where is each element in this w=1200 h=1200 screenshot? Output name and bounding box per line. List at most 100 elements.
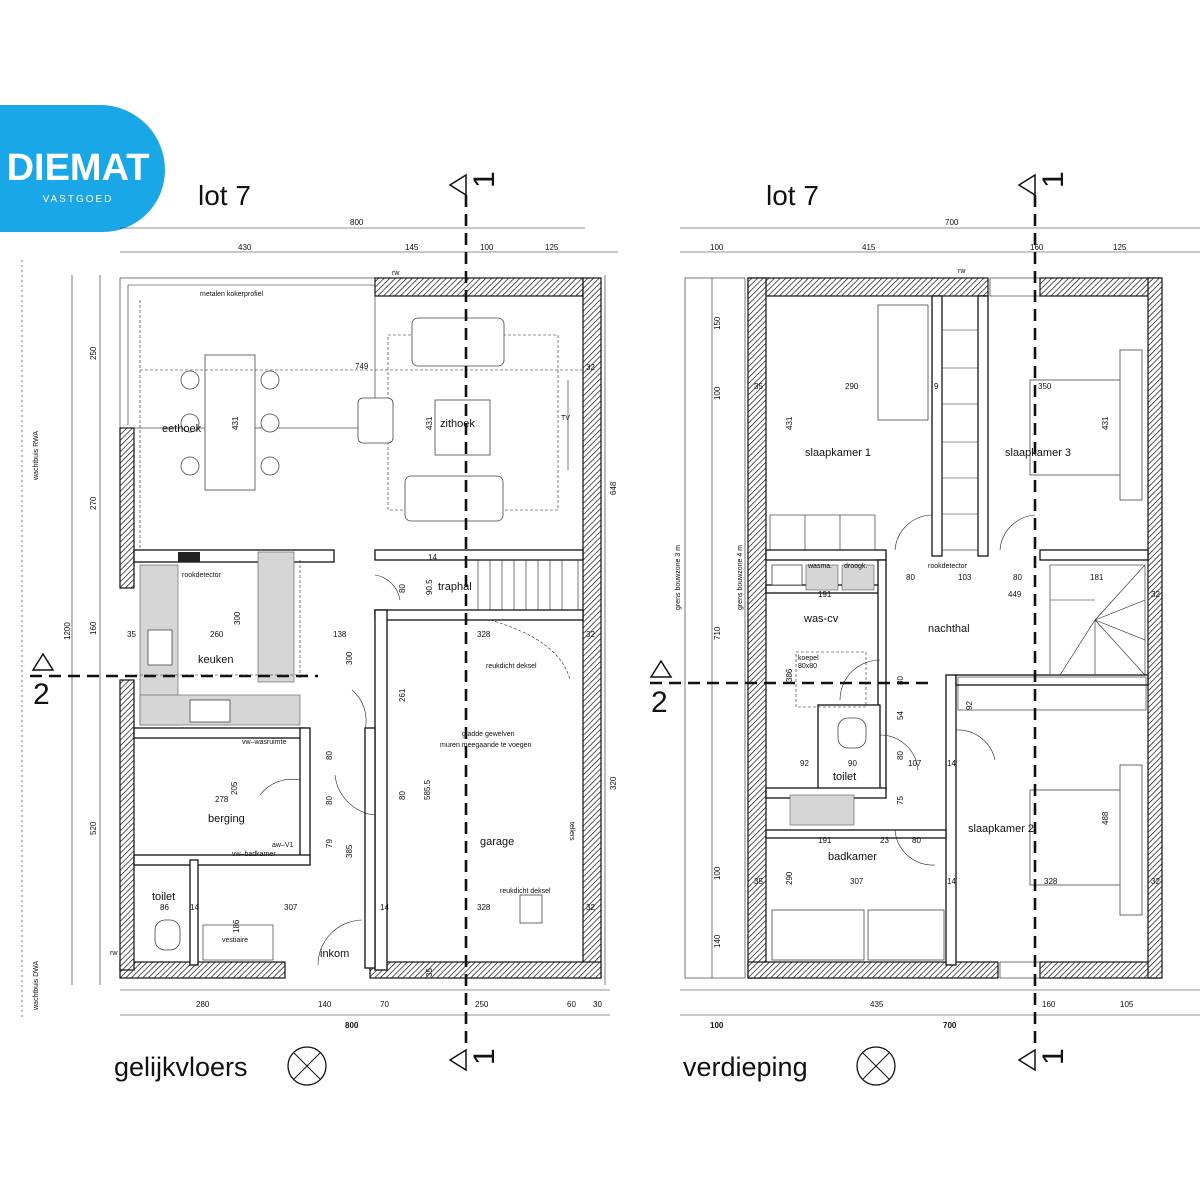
note-rwa: wachtbuis RWA: [33, 431, 40, 481]
dimension-label: 700: [945, 218, 959, 227]
section-1-top-right: 1: [1037, 171, 1070, 188]
room-nachthal: nachthal: [928, 623, 970, 635]
dimension-label: 749: [355, 362, 369, 371]
dimension-label: 431: [1101, 416, 1110, 430]
dimension-label: 350: [1038, 382, 1052, 391]
note-koepel: koepel: [798, 655, 819, 662]
note-rookdetector-upper: rookdetector: [928, 563, 968, 570]
dimension-label: 92: [800, 759, 809, 768]
note-gewelven-2: muren meegaande te voegen: [440, 742, 532, 749]
room-slaapkamer-3: slaapkamer 3: [1005, 447, 1071, 459]
dimension-label: 23: [880, 836, 889, 845]
dimension-label: 415: [862, 243, 876, 252]
section-2-right: 2: [651, 686, 668, 719]
dimension-label: 80: [325, 796, 334, 805]
logo-name: DIEMAT: [7, 147, 150, 189]
room-traphal: traphal: [438, 581, 472, 593]
room-eethoek: eethoek: [162, 423, 202, 435]
dimension-label: 181: [1090, 573, 1104, 582]
dimension-label: 103: [958, 573, 972, 582]
note-wasma: wasma.: [807, 563, 832, 570]
dimension-label: 79: [325, 839, 334, 848]
dimension-label: 160: [1042, 1000, 1056, 1009]
dimension-label: 585.5: [423, 779, 432, 800]
dimension-label: 80: [906, 573, 915, 582]
dimension-label: 138: [333, 630, 347, 639]
left-lot-title: lot 7: [198, 180, 251, 211]
dim-top-145: 145: [405, 243, 419, 252]
dimension-label: 449: [1008, 590, 1022, 599]
dimension-label: 260: [210, 630, 224, 639]
dimension-label: 80: [1013, 573, 1022, 582]
dim-right-648: 648: [609, 481, 618, 495]
dimension-label: 160: [1030, 243, 1044, 252]
dimension-label: 80: [398, 584, 407, 593]
dim-left-520: 520: [89, 821, 98, 835]
dimension-label: 385: [345, 844, 354, 858]
dimension-label: 14: [190, 903, 199, 912]
dimension-label: 328: [477, 903, 491, 912]
dimension-label: 191: [818, 836, 832, 845]
room-keuken: keuken: [198, 654, 233, 666]
dimension-label: rw: [958, 268, 966, 275]
note-rw-top: rw: [392, 270, 400, 277]
dim-left-250: 250: [89, 346, 98, 360]
section-1-bottom-left: 1: [468, 1048, 501, 1065]
dimension-label: 300: [233, 611, 242, 625]
dimension-label: 710: [713, 626, 722, 640]
dimension-label: 80: [912, 836, 921, 845]
dimension-label: 32: [1151, 877, 1160, 886]
note-rw-bottom: rw: [110, 950, 118, 957]
dim-left-1200: 1200: [63, 622, 72, 640]
dimension-label: 300: [345, 651, 354, 665]
wardrobe-grid: [942, 329, 978, 515]
dimension-label: 35: [425, 968, 434, 977]
note-vwbadkamer: vw–badkamer: [232, 851, 276, 858]
dimension-label: 105: [1120, 1000, 1134, 1009]
dimension-label: 75: [896, 796, 905, 805]
diemat-logo: DIEMAT VASTGOED: [0, 105, 165, 232]
right-lot-title: lot 7: [766, 180, 819, 211]
dimension-label: 125: [1113, 243, 1127, 252]
dim-top-100: 100: [480, 243, 494, 252]
dimension-label: 100: [713, 866, 722, 880]
dining-chairs: [180, 370, 280, 476]
dimension-label: 80: [896, 676, 905, 685]
plan-gelijkvloers: lot 7 800 430 145 100 125 1200 250 270 1…: [21, 180, 618, 1086]
dimension-label: 100: [710, 1021, 724, 1030]
dimension-label: 80: [398, 791, 407, 800]
dim-left-270: 270: [89, 496, 98, 510]
dimension-label: 488: [1101, 811, 1110, 825]
room-slaapkamer-2: slaapkamer 2: [968, 823, 1034, 835]
dimension-label: 386: [785, 668, 794, 682]
room-zithoek: zithoek: [440, 418, 475, 430]
dimension-label: 435: [870, 1000, 884, 1009]
dimension-label: 32: [586, 363, 595, 372]
dimension-label: 307: [284, 903, 298, 912]
note-deksel-2: reukdicht deksel: [500, 888, 551, 895]
dimension-label: 80: [896, 751, 905, 760]
north-arrow-icon-right: [856, 1046, 896, 1086]
dimension-label: 80: [325, 751, 334, 760]
dimension-label: 431: [231, 416, 240, 430]
note-kokerprofiel: metalen kokerprofiel: [200, 291, 263, 298]
left-floor-label: gelijkvloers: [114, 1052, 248, 1082]
dimension-label: 700: [943, 1021, 957, 1030]
dimension-label: 30: [593, 1000, 602, 1009]
section-2-left: 2: [33, 678, 50, 711]
note-bouwzone-4: grens bouwzone 4 m: [737, 545, 744, 610]
dimension-label: 290: [845, 382, 859, 391]
dim-right-320: 320: [609, 776, 618, 790]
dimension-label: 328: [477, 630, 491, 639]
note-gewelven-1: gladde gewelven: [462, 731, 515, 738]
note-awv1: aw–V1: [272, 842, 294, 849]
dimension-label: 70: [380, 1000, 389, 1009]
note-dwa: wachtbuis DWA: [33, 961, 40, 1011]
dimension-label: 140: [318, 1000, 332, 1009]
dimension-label: 90: [848, 759, 857, 768]
dimension-label: 92: [965, 701, 974, 710]
logo-sub: VASTGOED: [43, 194, 114, 205]
dimension-label: 107: [908, 759, 922, 768]
dimension-label: 35: [754, 877, 763, 886]
dimension-label: 32: [586, 903, 595, 912]
